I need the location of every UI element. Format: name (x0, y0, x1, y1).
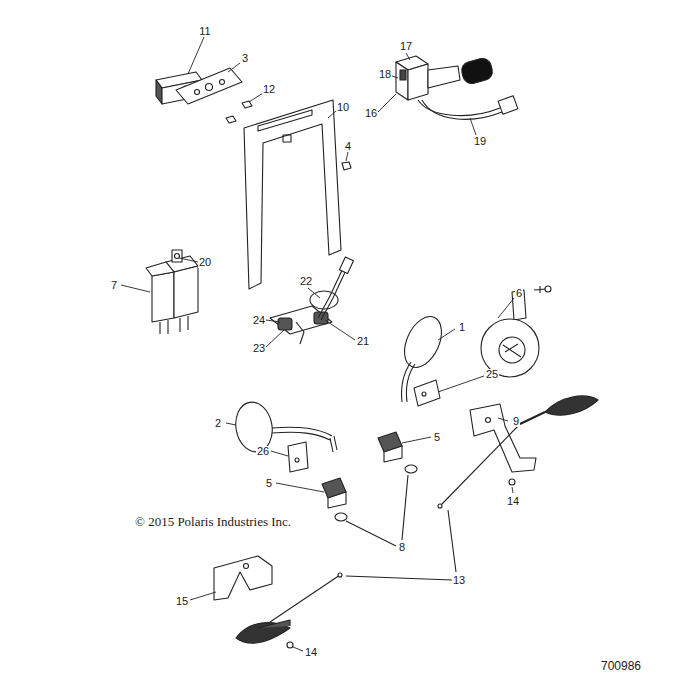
callout-number: 5 (433, 432, 441, 443)
callout-number: 22 (299, 276, 313, 287)
signal-bracket (214, 556, 272, 600)
callout-number: 6 (515, 288, 523, 299)
switch-assembly (396, 56, 518, 119)
callout-number: 9 (512, 416, 520, 427)
callout-number: 21 (356, 336, 370, 347)
callout-number: 24 (252, 315, 266, 326)
callout-number: 23 (252, 343, 266, 354)
nut (335, 465, 417, 546)
callout-number: 1 (458, 322, 466, 333)
callout-number: 3 (241, 53, 249, 64)
callout-number: 8 (398, 542, 406, 553)
bracket (288, 442, 308, 472)
signal-bracket (470, 404, 536, 472)
mount-plate (176, 68, 242, 104)
callout-number: 7 (110, 280, 118, 291)
leader-lines (121, 37, 514, 651)
callout-number: 19 (473, 136, 487, 147)
callout-number: 14 (304, 647, 318, 658)
license-bracket (244, 100, 341, 289)
copyright-note: © 2015 Polaris Industries Inc. (134, 515, 292, 528)
figure-number: 700986 (600, 660, 642, 672)
callout-number: 4 (344, 141, 352, 152)
callout-number: 14 (506, 496, 520, 507)
flasher-relay (146, 250, 198, 334)
clamp (322, 432, 402, 508)
callout-number: 17 (399, 41, 413, 52)
screw (287, 479, 515, 648)
callout-number: 10 (336, 102, 350, 113)
callout-number: 20 (198, 257, 212, 268)
callout-number: 13 (452, 575, 466, 586)
callout-number: 26 (256, 446, 270, 457)
callout-number: 25 (485, 369, 499, 380)
callout-number: 12 (262, 84, 276, 95)
callout-number: 2 (214, 418, 222, 429)
callout-number: 16 (364, 108, 378, 119)
callout-number: 15 (175, 596, 189, 607)
callout-number: 11 (198, 26, 211, 37)
callout-number: 18 (378, 69, 392, 80)
mirror-left (232, 399, 337, 454)
callout-number: 5 (265, 478, 273, 489)
horn (481, 286, 551, 377)
bracket (414, 380, 440, 406)
